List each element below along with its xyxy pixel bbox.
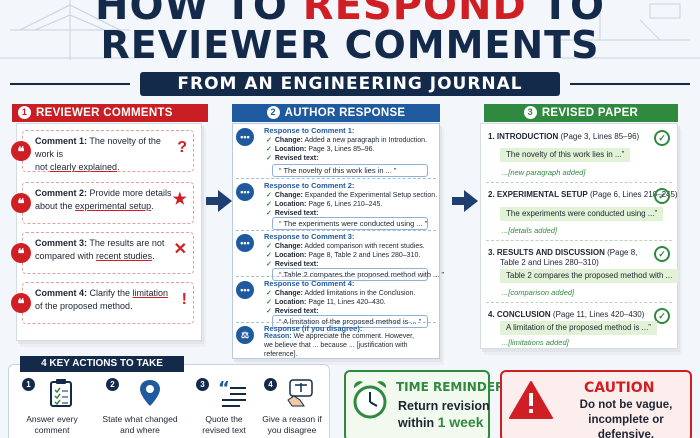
scales-icon: ⚖ — [236, 326, 254, 344]
page-title: HOW TO RESPOND TO REVIEWER COMMENTS — [0, 0, 700, 66]
speech-bubble-icon: ••• — [236, 128, 254, 146]
reviewer-comment-1: ❝ Comment 1: The novelty of the work is … — [11, 130, 194, 172]
author-response-disagree: ⚖ Response (if you disagree): Reason: We… — [236, 324, 436, 358]
speech-bubble-icon: ••• — [236, 183, 254, 201]
alarm-clock-icon — [353, 381, 387, 419]
revised-section-3: 3. RESULTS AND DISCUSSION (Page 8, Table… — [488, 246, 679, 302]
key-actions-heading: 4 KEY ACTIONS TO TAKE — [20, 356, 184, 372]
author-response-1: ••• Response to Comment 1: ✓Change: Adde… — [236, 126, 436, 177]
speech-bubble-icon: ••• — [236, 281, 254, 299]
check-circle-icon: ✓ — [654, 246, 670, 262]
warning-icon — [509, 381, 553, 419]
divider — [486, 240, 672, 241]
author-response-2: ••• Response to Comment 2: ✓Change: Expa… — [236, 181, 437, 231]
quote-icon: ❝ — [11, 141, 31, 161]
clipboard-icon — [50, 379, 72, 407]
cross-icon: ✕ — [173, 241, 187, 258]
question-icon: ? — [177, 139, 187, 156]
author-response-3: ••• Response to Comment 3: ✓Change: Adde… — [236, 232, 444, 282]
revised-text-quote: “ The novelty of this work lies in ... ” — [272, 164, 428, 177]
exclamation-icon: ! — [181, 291, 187, 308]
highlighted-revised-text: The experiments were conducted using ...… — [500, 207, 664, 221]
revised-section-1: 1. INTRODUCTION (Page 3, Lines 85–96) ✓ … — [488, 130, 674, 182]
revised-section-2: 2. EXPERIMENTAL SETUP (Page 6, Lines 210… — [488, 188, 678, 235]
reviewer-comment-3: ❝ Comment 3: The results are not compare… — [11, 232, 194, 274]
revised-text-quote: “ Table 2 compares the proposed method w… — [272, 268, 444, 281]
revised-text-quote: “ A limitation of the proposed method is… — [272, 315, 428, 328]
quote-icon: ❝ — [11, 293, 31, 313]
subtitle-banner: FROM AN ENGINEERING JOURNAL — [10, 72, 690, 96]
revised-section-4: 4. CONCLUSION (Page 11, Lines 420–430) ✓… — [488, 308, 674, 350]
author-response-4: ••• Response to Comment 4: ✓Change: Adde… — [236, 279, 436, 328]
revised-text-quote: “ The experiments were conducted using .… — [272, 217, 428, 230]
divider — [236, 322, 436, 323]
check-circle-icon: ✓ — [654, 308, 670, 324]
svg-text:“: “ — [218, 380, 230, 399]
caution-text: Do not be vague, incomplete or defensive… — [579, 399, 673, 438]
quote-icon: “ — [218, 380, 246, 407]
highlighted-revised-text: Table 2 compares the proposed method wit… — [500, 269, 679, 283]
speech-bubble-icon: ••• — [236, 234, 254, 252]
divider — [486, 182, 672, 183]
time-reminder-title: TIME REMINDER — [396, 380, 505, 394]
reviewer-comment-2: ❝ Comment 2: Provide more details about … — [11, 182, 194, 224]
arrow-right-icon — [452, 190, 478, 212]
highlighted-revised-text: The novelty of this work lies in ...” — [500, 148, 631, 162]
divider — [236, 178, 436, 179]
divider — [486, 302, 672, 303]
scales-icon — [287, 379, 313, 407]
location-pin-icon — [140, 380, 160, 406]
check-circle-icon: ✓ — [654, 130, 670, 146]
title-line-2: REVIEWER COMMENTS — [100, 23, 600, 67]
title-line-1: HOW TO RESPOND TO — [95, 0, 605, 29]
star-icon: ★ — [172, 191, 187, 208]
divider — [236, 276, 436, 277]
caution-title: CAUTION — [584, 380, 655, 396]
quote-icon: ❝ — [11, 193, 31, 213]
arrow-right-icon — [206, 190, 232, 212]
quote-icon: ❝ — [11, 243, 31, 263]
reviewer-comment-4: ❝ Comment 4: Clarify the limitation of t… — [11, 282, 194, 324]
check-circle-icon: ✓ — [654, 188, 670, 204]
divider — [236, 230, 436, 231]
time-reminder-text: Return revision within 1 week — [398, 399, 490, 430]
highlighted-revised-text: A limitation of the proposed method is .… — [500, 321, 657, 335]
